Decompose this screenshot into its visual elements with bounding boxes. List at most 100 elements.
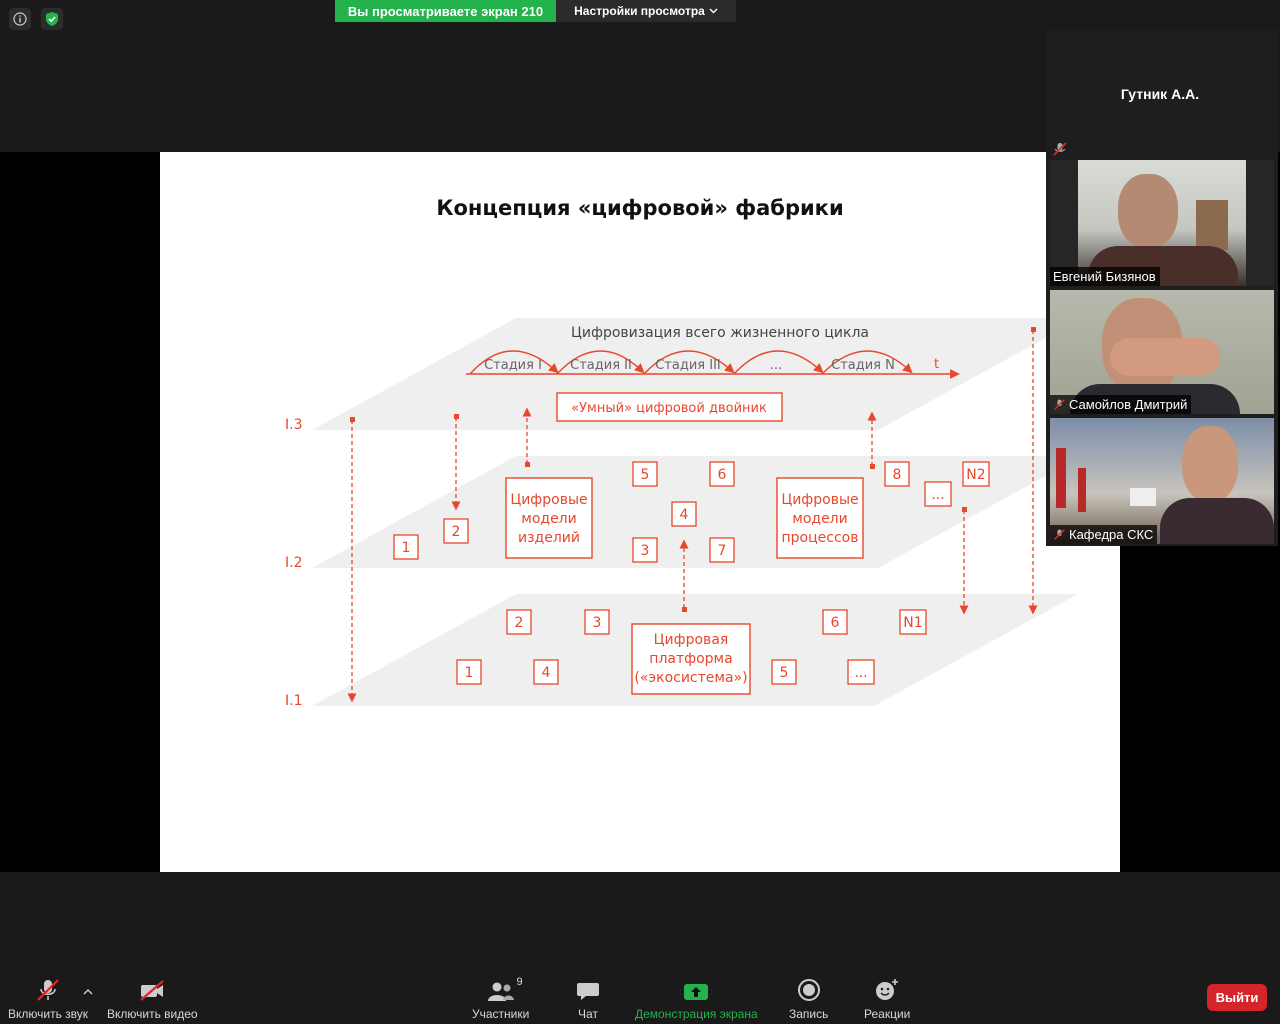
video-feed <box>1050 418 1274 544</box>
level2-box-label-10: N2 <box>966 467 985 483</box>
platform-line1: Цифровая <box>654 632 729 648</box>
level1-box-6 <box>533 659 559 685</box>
level1-box-label-7: 5 <box>780 665 789 681</box>
top-bar: Вы просматриваете экран 210 Настройки пр… <box>0 0 1280 36</box>
presentation-slide: Концепция «цифровой» фабрики I.3 I.2 I.1… <box>160 152 1120 872</box>
start-video-label: Включить видео <box>107 1007 198 1021</box>
shield-check-icon[interactable] <box>41 8 63 30</box>
level1-box-label-8: ... <box>854 665 867 681</box>
product-models-line1: Цифровые <box>510 492 587 508</box>
process-models-line3: процессов <box>782 530 859 546</box>
stage-arcs <box>469 350 913 375</box>
stage-label-2: Стадия II <box>570 358 632 373</box>
level1-box-2 <box>584 609 610 635</box>
meeting-toolbar <box>0 974 1280 1024</box>
participant-name-1: Евгений Бизянов <box>1050 267 1160 286</box>
reactions-button[interactable]: Реакции <box>864 976 910 1021</box>
level1-box-label-2: 3 <box>593 615 602 631</box>
host-name: Гутник А.А. <box>1120 86 1200 102</box>
lifecycle-title: Цифровизация всего жизненного цикла <box>571 325 869 341</box>
level1-box-3 <box>822 609 848 635</box>
participants-icon: 9 <box>485 976 523 1002</box>
record-icon <box>797 976 821 1002</box>
connector-dots <box>350 327 1036 612</box>
platform-line2: платформа <box>649 651 732 667</box>
chat-button[interactable]: Чат <box>576 976 600 1021</box>
level2-box-1 <box>393 534 419 560</box>
stage-label-1: Стадия I <box>484 358 542 373</box>
level2-box-label-1: 1 <box>402 540 411 556</box>
level1-box-1 <box>506 609 532 635</box>
level-label-2: I.2 <box>285 555 303 571</box>
share-screen-button[interactable]: Демонстрация экрана <box>635 976 758 1021</box>
mic-muted-icon <box>35 976 61 1002</box>
start-video-button[interactable]: Включить видео <box>107 976 198 1021</box>
slide-title: Концепция «цифровой» фабрики <box>436 196 844 220</box>
participant-name-3: Кафедра СКС <box>1050 525 1158 544</box>
chat-label: Чат <box>578 1007 598 1021</box>
level1-box-label-1: 2 <box>515 615 524 631</box>
level2-box-4 <box>709 461 735 487</box>
reactions-icon <box>874 976 900 1002</box>
time-label: t <box>934 357 939 372</box>
level2-box-label-3: 5 <box>641 467 650 483</box>
participants-button[interactable]: 9 Участники <box>472 976 529 1021</box>
stage-label-5: Стадия N <box>831 358 895 373</box>
video-off-icon <box>138 976 166 1002</box>
digital-factory-diagram: I.3 I.2 I.1 Цифровизация всего жизненног… <box>285 318 1082 709</box>
level2-box-label-8: 8 <box>893 467 902 483</box>
level-label-3: I.3 <box>285 417 303 433</box>
level2-box-label-4: 6 <box>718 467 727 483</box>
participants-count: 9 <box>516 976 523 988</box>
level2-box-label-6: 3 <box>641 543 650 559</box>
participants-label: Участники <box>472 1007 530 1021</box>
info-icon[interactable] <box>9 8 31 30</box>
leave-button[interactable]: Выйти <box>1207 984 1267 1011</box>
video-tile-1[interactable]: Евгений Бизянов <box>1050 160 1274 286</box>
level2-box-label-2: 2 <box>452 524 461 540</box>
record-label: Запись <box>789 1007 829 1021</box>
digital-twin-box <box>556 392 783 422</box>
viewing-screen-banner: Вы просматриваете экран 210 <box>335 0 556 22</box>
level1-box-label-6: 4 <box>542 665 551 681</box>
level2-box-6 <box>632 537 658 563</box>
view-options-dropdown[interactable]: Настройки просмотра <box>556 0 736 22</box>
mic-muted-icon <box>1054 399 1065 410</box>
level1-box-8 <box>847 659 875 685</box>
mic-muted-icon <box>1052 141 1068 157</box>
level2-box-label-5: 4 <box>680 507 689 523</box>
level2-box-8 <box>884 461 910 487</box>
unmute-button[interactable]: Включить звук <box>8 976 88 1021</box>
process-models-line2: модели <box>792 511 847 527</box>
product-models-line2: модели <box>521 511 576 527</box>
record-button[interactable]: Запись <box>789 976 828 1021</box>
share-screen-icon <box>683 976 709 1002</box>
level2-box-3 <box>632 461 658 487</box>
level2-box-2 <box>443 518 469 544</box>
audio-options-chevron-icon[interactable] <box>83 982 93 1000</box>
level1-box-4 <box>899 609 927 635</box>
level1-box-7 <box>771 659 797 685</box>
digital-twin-label: «Умный» цифровой двойник <box>571 401 767 416</box>
product-models-line3: изделий <box>518 530 580 546</box>
share-screen-label: Демонстрация экрана <box>635 1007 758 1021</box>
level2-box-7 <box>709 537 735 563</box>
level2-box-label-9: ... <box>931 487 944 503</box>
level2-box-9 <box>924 481 952 507</box>
process-models-line1: Цифровые <box>781 492 858 508</box>
participant-name-2: Самойлов Дмитрий <box>1050 395 1192 414</box>
video-tile-2[interactable]: Самойлов Дмитрий <box>1050 290 1274 414</box>
video-tile-3[interactable]: Кафедра СКС <box>1050 418 1274 544</box>
level-label-1: I.1 <box>285 693 303 709</box>
stage-label-4: ... <box>770 358 782 373</box>
level2-box-5 <box>671 501 697 527</box>
unmute-label: Включить звук <box>8 1007 89 1021</box>
platform-box <box>631 623 751 695</box>
level1-box-label-4: N1 <box>903 615 922 631</box>
product-models-box <box>505 477 593 559</box>
level1-box-5 <box>456 659 482 685</box>
level2-box-10 <box>962 461 990 487</box>
level1-box-label-3: 6 <box>831 615 840 631</box>
video-feed <box>1078 160 1246 286</box>
level1-box-label-5: 1 <box>465 665 474 681</box>
